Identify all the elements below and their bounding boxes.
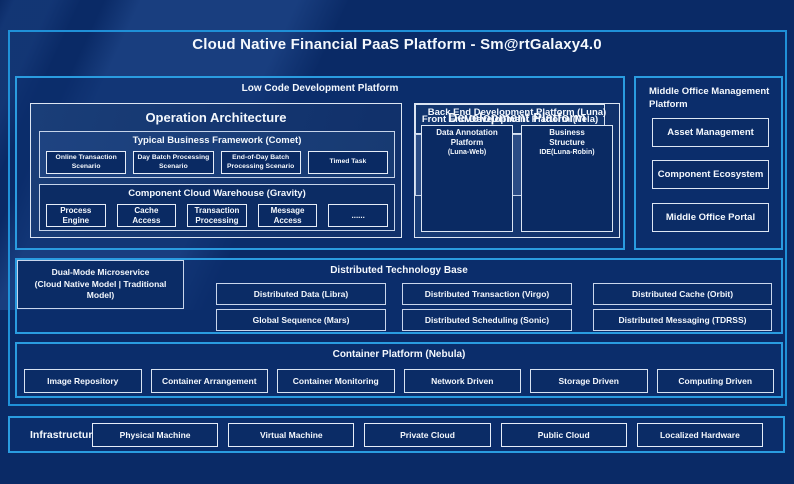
dual-mode-microservice-box: Dual-Mode Microservice (Cloud Native Mod… — [17, 260, 184, 309]
distributed-transaction-box: Distributed Transaction (Virgo) — [402, 283, 572, 305]
component-cloud-warehouse-box: Component Cloud Warehouse (Gravity) Proc… — [39, 184, 395, 231]
container-arrangement-box: Container Arrangement — [150, 369, 268, 393]
low-code-platform-section: Low Code Development Platform Operation … — [15, 76, 625, 250]
dual-mode-line1: Dual-Mode Microservice — [51, 267, 150, 278]
component-cloud-warehouse-label: Component Cloud Warehouse (Gravity) — [128, 188, 306, 199]
infrastructure-section: Infrastructure Physical Machine Virtual … — [8, 416, 785, 453]
back-end-tools-row: Data Annotation Platform (Luna-Web) Busi… — [421, 125, 613, 232]
typical-business-chip-row: Online Transaction Scenario Day Batch Pr… — [46, 151, 388, 174]
scenario-chip: Timed Task — [307, 151, 388, 174]
operation-architecture-panel: Operation Architecture Typical Business … — [30, 103, 402, 238]
network-driven-box: Network Driven — [403, 369, 521, 393]
typical-business-framework-label: Typical Business Framework (Comet) — [132, 135, 302, 146]
scenario-chip: Day Batch Processing Scenario — [133, 151, 214, 174]
middle-office-section: Middle Office Management Platform Asset … — [634, 76, 783, 250]
distributed-data-box: Distributed Data (Libra) — [216, 283, 386, 305]
component-ecosystem-box: Component Ecosystem — [652, 160, 769, 189]
distributed-cache-box: Distributed Cache (Orbit) — [593, 283, 772, 305]
data-annotation-platform-box: Data Annotation Platform (Luna-Web) — [421, 125, 513, 232]
component-chip: Process Engine — [46, 204, 106, 227]
localized-hardware-box: Localized Hardware — [636, 423, 764, 447]
public-cloud-box: Public Cloud — [500, 423, 627, 447]
distributed-messaging-box: Distributed Messaging (TDRSS) — [593, 309, 772, 331]
tool-codename: IDE(Luna-Robin) — [539, 149, 595, 156]
distributed-scheduling-box: Distributed Scheduling (Sonic) — [402, 309, 572, 331]
physical-machine-box: Physical Machine — [92, 423, 219, 447]
low-code-platform-label: Low Code Development Platform — [241, 83, 399, 94]
component-chip: Cache Access — [116, 204, 177, 227]
virtual-machine-box: Virtual Machine — [228, 423, 355, 447]
distributed-technology-label: Distributed Technology Base — [330, 265, 468, 276]
container-monitoring-box: Container Monitoring — [277, 369, 395, 393]
business-structure-ide-box: Business Structure IDE(Luna-Robin) — [521, 125, 613, 232]
page-title: Cloud Native Financial PaaS Platform - S… — [192, 36, 602, 53]
back-end-platform-label: Back End Development Platform (Luna) — [427, 107, 607, 118]
container-platform-section: Container Platform (Nebula) Image Reposi… — [15, 342, 783, 398]
container-platform-row: Image Repository Container Arrangement C… — [24, 369, 774, 393]
middle-office-portal-box: Middle Office Portal — [652, 203, 769, 232]
development-platform-panel: Development Platform Front End Developme… — [414, 103, 620, 238]
distributed-technology-section: Distributed Technology Base Dual-Mode Mi… — [15, 258, 783, 334]
component-chip: ...... — [328, 204, 388, 227]
component-warehouse-chip-row: Process Engine Cache Access Transaction … — [46, 204, 388, 227]
development-platform-title: Development Platform — [448, 110, 586, 125]
typical-business-framework-box: Typical Business Framework (Comet) Onlin… — [39, 131, 395, 178]
tool-name: Data Annotation Platform — [436, 128, 498, 147]
back-end-platform-box: Back End Development Platform (Luna) Dat… — [415, 107, 613, 232]
dual-mode-line2: (Cloud Native Model | Traditional Model) — [34, 278, 167, 301]
asset-management-box: Asset Management — [652, 118, 769, 147]
tool-name: Business Structure — [549, 128, 585, 147]
computing-driven-box: Computing Driven — [656, 369, 774, 393]
component-chip: Message Access — [257, 204, 318, 227]
container-platform-label: Container Platform (Nebula) — [332, 349, 466, 360]
component-chip: Transaction Processing — [187, 204, 247, 227]
middle-office-label: Middle Office Management Platform — [649, 86, 770, 110]
storage-driven-box: Storage Driven — [530, 369, 648, 393]
operation-architecture-title: Operation Architecture — [145, 110, 287, 125]
image-repository-box: Image Repository — [24, 369, 142, 393]
tool-codename: (Luna-Web) — [447, 149, 487, 156]
private-cloud-box: Private Cloud — [364, 423, 491, 447]
infrastructure-label: Infrastructure — [30, 428, 99, 441]
infrastructure-row: Physical Machine Virtual Machine Private… — [92, 423, 764, 447]
global-sequence-box: Global Sequence (Mars) — [216, 309, 386, 331]
scenario-chip: Online Transaction Scenario — [46, 151, 127, 174]
scenario-chip: End-of-Day Batch Processing Scenario — [220, 151, 301, 174]
main-frame — [8, 30, 787, 406]
